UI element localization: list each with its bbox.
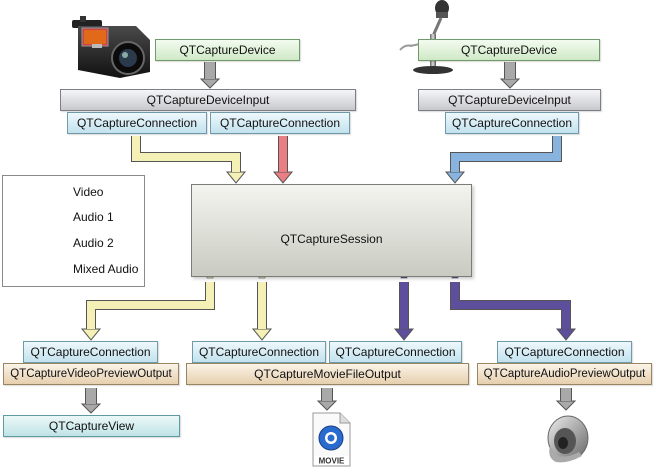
- capture-session[interactable]: QTCaptureSession: [191, 184, 472, 277]
- device-to-input-arrow: [199, 62, 221, 89]
- speaker-icon: [547, 415, 589, 463]
- video-preview-output-box[interactable]: QTCaptureVideoPreviewOutput: [3, 363, 179, 385]
- movie-output-to-file-arrow: [316, 388, 338, 411]
- legend-video-label: Video: [73, 185, 104, 199]
- capture-view-box[interactable]: QTCaptureView: [3, 415, 180, 437]
- preview-output-to-view-arrow: [80, 388, 102, 414]
- video-device-input-box[interactable]: QTCaptureDeviceInput: [60, 89, 356, 111]
- preview-connection-box[interactable]: QTCaptureConnection: [23, 341, 158, 363]
- mic-device-to-input-arrow: [499, 62, 521, 89]
- video-connection-box[interactable]: QTCaptureConnection: [67, 112, 207, 134]
- video-to-preview-arrow: [80, 282, 215, 341]
- movie-audio-connection-box[interactable]: QTCaptureConnection: [329, 341, 462, 363]
- movie-video-connection-box[interactable]: QTCaptureConnection: [192, 341, 326, 363]
- audio1-connection-box[interactable]: QTCaptureConnection: [210, 112, 350, 134]
- capture-session-label: QTCaptureSession: [280, 232, 383, 246]
- mixed-to-movie-arrow: [393, 282, 415, 341]
- audio-preview-connection-box[interactable]: QTCaptureConnection: [497, 341, 632, 363]
- audio-capture-device-box[interactable]: QTCaptureDevice: [418, 39, 600, 61]
- audio-device-input-box[interactable]: QTCaptureDeviceInput: [418, 89, 601, 111]
- audio-output-to-speaker-arrow: [555, 388, 577, 411]
- movie-icon-label: MOVIE: [319, 457, 345, 466]
- legend-audio1-label: Audio 1: [73, 210, 114, 224]
- video-capture-device-box[interactable]: QTCaptureDevice: [155, 39, 300, 61]
- movie-file-output-box[interactable]: QTCaptureMovieFileOutput: [186, 363, 469, 385]
- audio-preview-output-box[interactable]: QTCaptureAudioPreviewOutput: [477, 363, 652, 385]
- legend-audio2-label: Audio 2: [73, 236, 114, 250]
- legend-mixed-label: Mixed Audio: [73, 262, 139, 276]
- audio2-input-arrow: [444, 136, 562, 184]
- legend: Video Audio 1 Audio 2 Mixed Audio: [2, 175, 145, 287]
- audio1-input-arrow: [272, 136, 294, 184]
- microphone-icon: [399, 0, 453, 74]
- video-input-arrow: [131, 136, 247, 184]
- audio2-connection-box[interactable]: QTCaptureConnection: [445, 112, 579, 134]
- mixed-to-audio-preview-arrow: [450, 282, 577, 341]
- video-to-movie-arrow: [251, 282, 273, 341]
- movie-file-icon: MOVIE: [312, 412, 351, 467]
- video-camera-icon: [72, 16, 150, 78]
